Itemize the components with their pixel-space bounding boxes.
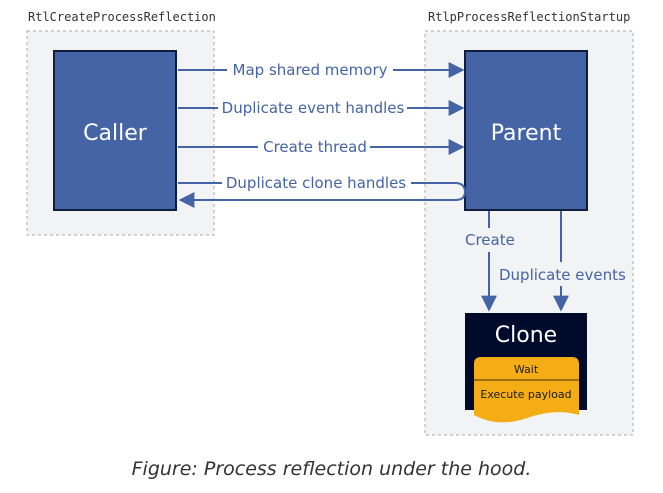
edge-duplicate-event-handles-label: Duplicate event handles xyxy=(222,99,405,117)
edge-duplicate-clone-handles-loop xyxy=(178,182,467,208)
left-group-label: RtlCreateProcessReflection xyxy=(28,10,216,24)
edge-create-label: Create xyxy=(465,231,515,249)
right-group-label: RtlpProcessReflectionStartup xyxy=(428,10,630,24)
edge-create-thread-label: Create thread xyxy=(263,138,367,156)
clone-step-wait: Wait xyxy=(514,363,539,376)
caller-node xyxy=(53,50,177,211)
edge-duplicate-clone-handles-label: Duplicate clone handles xyxy=(226,174,406,192)
edge-duplicate-events-label: Duplicate events xyxy=(499,266,626,284)
clone-step-execute-payload: Execute payload xyxy=(480,388,571,401)
parent-label: Parent xyxy=(491,121,562,146)
parent-node xyxy=(464,50,588,211)
clone-steps-document xyxy=(474,357,579,423)
clone-label: Clone xyxy=(495,323,557,348)
edge-map-shared-memory-label: Map shared memory xyxy=(233,61,388,79)
caller-label: Caller xyxy=(83,121,148,146)
figure-caption: Figure: Process reflection under the hoo… xyxy=(131,458,532,480)
